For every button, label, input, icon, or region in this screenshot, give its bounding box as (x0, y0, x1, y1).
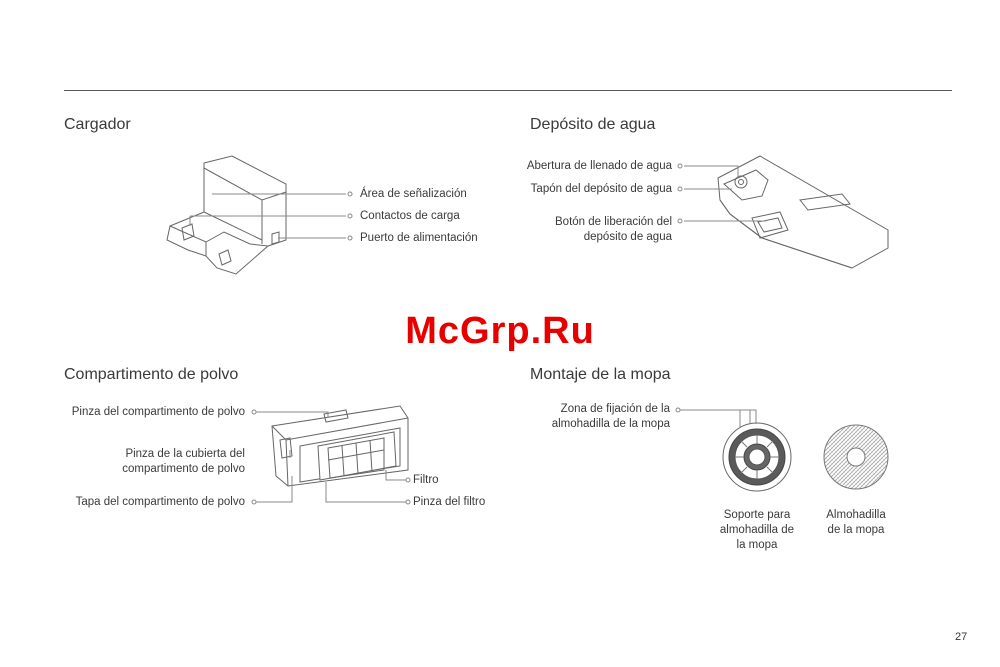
mop-holder-illustration (722, 422, 792, 492)
label-mop-pad-line2: de la mopa (827, 524, 885, 536)
page-number: 27 (955, 631, 968, 643)
label-attach-zone-line2: almohadilla de la mopa (551, 418, 670, 430)
label-cover-clip-line1: Pinza de la cubierta del (125, 448, 245, 460)
label-tank-cap: Tapón del depósito de agua (530, 183, 672, 195)
section-title-charger: Cargador (64, 116, 131, 133)
label-bin-lid: Tapa del compartimento de polvo (75, 496, 245, 508)
section-title-dust-bin: Compartimento de polvo (64, 366, 239, 383)
label-cover-clip: Pinza de la cubierta del compartimento d… (122, 447, 245, 477)
label-attach-zone-line1: Zona de fijación de la (560, 403, 670, 415)
water-tank-illustration (717, 155, 889, 269)
dust-bin-illustration (271, 405, 409, 487)
label-fill-opening: Abertura de llenado de agua (526, 160, 672, 172)
section-title-water-tank: Depósito de agua (530, 116, 656, 133)
mop-pad-illustration (823, 424, 889, 490)
label-filter-clip: Pinza del filtro (413, 496, 486, 508)
label-mop-holder-line2: almohadilla de (719, 524, 795, 536)
section-title-mop: Montaje de la mopa (530, 366, 671, 383)
label-bin-clip: Pinza del compartimento de polvo (71, 406, 245, 418)
label-release-button: Botón de liberación del depósito de agua (555, 215, 672, 245)
label-power-port: Puerto de alimentación (360, 232, 478, 244)
label-mop-pad-line1: Almohadilla (826, 509, 886, 521)
label-cover-clip-line2: compartimento de polvo (122, 463, 245, 475)
label-mop-holder: Soporte para almohadilla de la mopa (705, 508, 809, 553)
label-release-button-line1: Botón de liberación del (555, 216, 672, 228)
label-attach-zone: Zona de fijación de la almohadilla de la… (552, 402, 670, 432)
label-filter: Filtro (413, 474, 439, 486)
top-rule (64, 90, 952, 91)
label-signal-area: Área de señalización (360, 188, 467, 200)
label-release-button-line2: depósito de agua (583, 231, 672, 243)
watermark: McGrp.Ru (405, 310, 595, 352)
label-charging-contacts: Contactos de carga (360, 210, 460, 222)
charger-illustration (166, 155, 287, 275)
label-mop-holder-line1: Soporte para (723, 509, 791, 521)
label-mop-holder-line3: la mopa (736, 539, 778, 551)
label-mop-pad: Almohadilla de la mopa (812, 508, 900, 538)
